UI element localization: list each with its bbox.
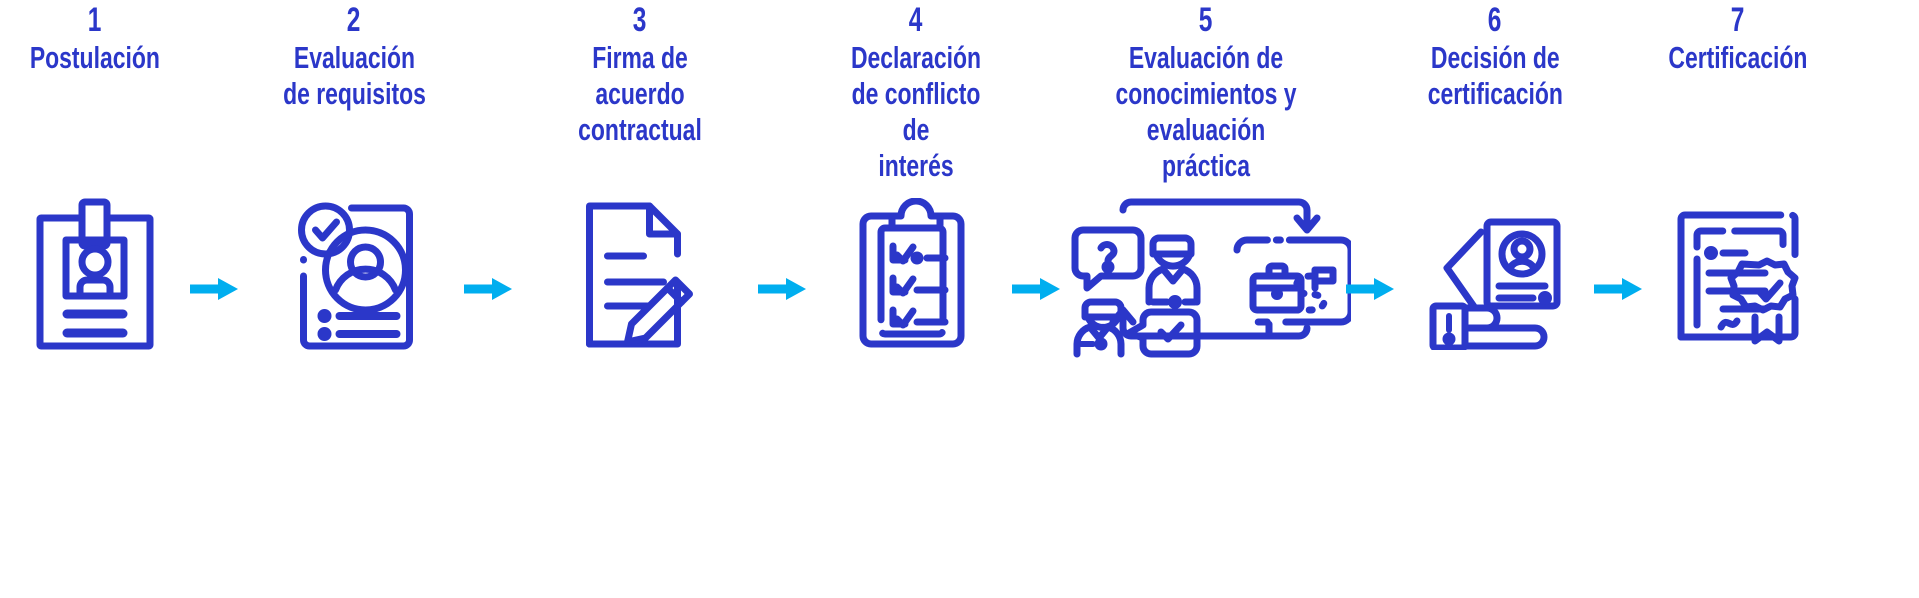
step-6-number: 6 <box>1488 1 1502 39</box>
step-3-number: 3 <box>633 1 647 39</box>
step-4-header: 4 Declaración de conflicto de interés <box>820 0 1012 184</box>
step-4-number: 4 <box>909 1 923 39</box>
hand-holding-credential-icon <box>1425 210 1565 350</box>
step-4: 4 Declaración de conflicto de interés <box>820 0 1060 348</box>
step-2-label: Evaluación de requisitos <box>282 40 426 111</box>
step-7-header: 7 Certificación <box>1648 0 1828 76</box>
certificate-seal-icon <box>1673 205 1803 345</box>
step-5-header: 5 Evaluación de conocimientos y evaluaci… <box>1070 0 1342 184</box>
arrow-right-icon-6 <box>1592 276 1644 302</box>
step-5-number: 5 <box>1199 1 1213 39</box>
step-3-label: Firma de acuerdo contractual <box>578 40 702 147</box>
document-pencil-icon <box>578 198 703 350</box>
step-7: 7 Certificación <box>1648 0 1828 345</box>
step-3: 3 Firma de acuerdo contractual <box>520 0 806 348</box>
step-1-number: 1 <box>88 1 102 39</box>
interview-assessment-icon <box>1061 172 1351 362</box>
id-badge-icon <box>36 198 154 353</box>
step-6-header: 6 Decisión de certificación <box>1400 0 1590 112</box>
document-check-person-icon <box>292 198 417 350</box>
arrow-right-icon-5 <box>1344 276 1396 302</box>
step-1: 1 Postulación <box>0 0 238 350</box>
step-1-label: Postulación <box>29 40 161 75</box>
step-7-number: 7 <box>1731 1 1745 39</box>
arrow-right-icon-3 <box>756 276 808 302</box>
step-5-label: Evaluación de conocimientos y evaluación… <box>1115 40 1297 183</box>
clipboard-checklist-icon <box>855 198 977 348</box>
step-3-header: 3 Firma de acuerdo contractual <box>520 0 760 148</box>
arrow-right-icon-4 <box>1010 276 1062 302</box>
step-4-label: Declaración de conflicto de interés <box>850 40 982 183</box>
step-2-number: 2 <box>347 1 361 39</box>
arrow-right-icon-1 <box>188 276 240 302</box>
step-1-header: 1 Postulación <box>0 0 190 76</box>
arrow-right-icon-2 <box>462 276 514 302</box>
step-2-header: 2 Evaluación de requisitos <box>250 0 458 112</box>
step-7-label: Certificación <box>1668 40 1808 75</box>
step-2: 2 Evaluación de requisitos <box>250 0 512 350</box>
step-6-label: Decisión de certificación <box>1427 40 1563 111</box>
step-6: 6 Decisión de certificación <box>1400 0 1642 350</box>
step-5: 5 Evaluación de conocimientos y evaluaci… <box>1070 0 1394 358</box>
